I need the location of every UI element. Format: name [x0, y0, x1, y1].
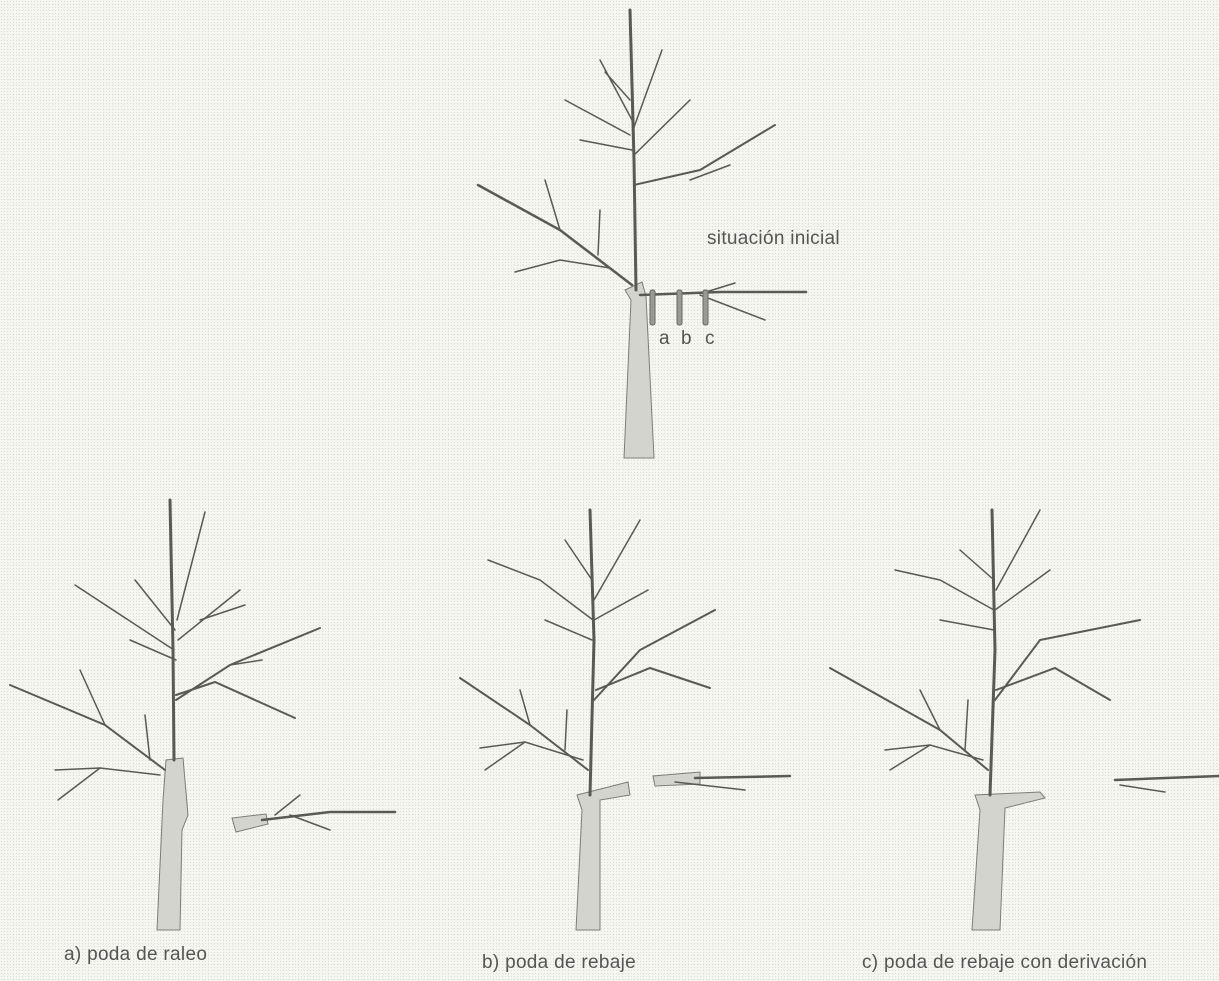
cut-mark-c [703, 290, 708, 325]
tree-c [830, 510, 1219, 930]
tree-a-trunk [157, 758, 188, 930]
cut-label-c: c [705, 328, 715, 350]
cut-label-a: a [659, 328, 670, 350]
tree-b-crown [460, 510, 715, 795]
cut-label-b: b [681, 328, 692, 350]
tree-c-removed-branch [1115, 776, 1219, 792]
tree-b-removed-branch [653, 772, 790, 790]
panel-b-caption: b) poda de rebaje [482, 952, 636, 974]
initial-situation-caption: situación inicial [707, 228, 840, 250]
tree-c-crown [830, 510, 1140, 795]
tree-b [460, 510, 790, 930]
cut-mark-a [650, 290, 655, 325]
tree-c-trunk [972, 792, 1045, 930]
tree-a-removed-branch [232, 795, 395, 832]
panel-a-caption: a) poda de raleo [64, 944, 207, 966]
cut-mark-b [677, 290, 682, 325]
initial-tree-crown [478, 10, 806, 320]
panel-c-caption: c) poda de rebaje con derivación [862, 952, 1147, 974]
tree-a-crown [10, 500, 320, 800]
tree-a [10, 500, 395, 930]
tree-b-trunk [576, 782, 630, 930]
